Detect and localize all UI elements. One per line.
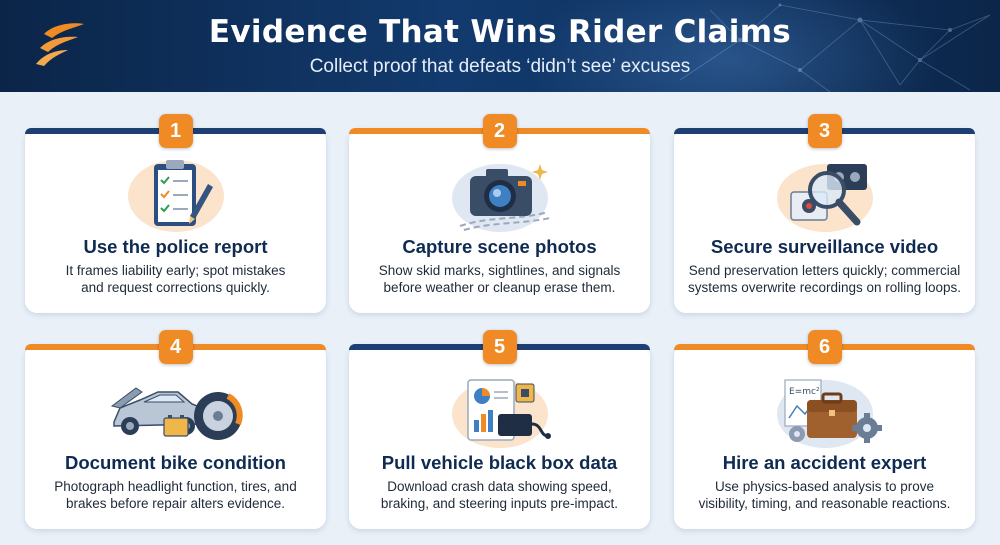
evidence-card-3: 3 Secure surveillance video Send preserv…: [674, 114, 975, 313]
card-description-line: and request corrections quickly.: [81, 280, 270, 295]
card-title: Capture scene photos: [402, 236, 597, 257]
card-description-line: braking, and steering inputs pre-impact.: [380, 496, 619, 511]
card-description: Show skid marks, sightlines, and signals…: [359, 262, 640, 296]
evidence-card-2: 2 Capture scene photos Show skid marks, …: [349, 114, 650, 313]
page-title: Evidence That Wins Rider Claims: [208, 14, 792, 50]
step-number-badge: 1: [158, 114, 193, 148]
evidence-card-6: 6 E=mc² Hire an accident expert Use phys…: [674, 330, 975, 529]
step-number-badge: 6: [807, 330, 842, 364]
card-description-line: visibility, timing, and reasonable react…: [698, 496, 951, 511]
evidence-card-1: 1 Use the police report It frames liabil…: [25, 114, 326, 313]
black-box-data-icon: [451, 379, 551, 448]
card-description: Photograph headlight function, tires, an…: [35, 478, 316, 512]
page-subtitle: Collect proof that defeats ‘didn’t see’ …: [309, 56, 691, 77]
card-description-line: brakes before repair alters evidence.: [65, 496, 286, 511]
card-title: Secure surveillance video: [710, 236, 939, 257]
card-description-line: Send preservation letters quickly; comme…: [688, 263, 961, 278]
card-description-line: It frames liability early; spot mistakes: [65, 263, 286, 278]
brand-logo-icon: [36, 23, 84, 66]
card-title: Hire an accident expert: [722, 452, 927, 473]
card-description: Use physics-based analysis to prove visi…: [684, 478, 965, 512]
card-title: Use the police report: [83, 236, 268, 257]
camera-icon: [451, 164, 550, 232]
card-description-line: Photograph headlight function, tires, an…: [54, 479, 297, 494]
clipboard-checklist-icon: [127, 160, 224, 232]
card-title: Pull vehicle black box data: [381, 452, 618, 473]
car-battery-tire-icon: [110, 387, 243, 440]
expert-briefcase-icon: E=mc²: [776, 379, 882, 448]
header-banner: Evidence That Wins Rider Claims Collect …: [0, 0, 1000, 92]
formula-label: E=mc²: [789, 387, 820, 397]
card-description: Download crash data showing speed, braki…: [359, 478, 640, 512]
step-number-badge: 2: [482, 114, 517, 148]
evidence-card-4: 4 Document bike condition Photograph hea…: [25, 330, 326, 529]
card-description-line: Show skid marks, sightlines, and signals: [378, 263, 621, 278]
step-number-badge: 5: [482, 330, 517, 364]
network-decoration: [679, 3, 991, 92]
step-number-badge: 3: [807, 114, 842, 148]
card-description-line: before weather or cleanup erase them.: [383, 280, 616, 295]
video-magnifier-icon: [776, 164, 873, 232]
card-description: It frames liability early; spot mistakes…: [35, 262, 316, 296]
card-description-line: Download crash data showing speed,: [387, 479, 612, 494]
card-description-line: Use physics-based analysis to prove: [714, 479, 935, 494]
card-description-line: systems overwrite recordings on rolling …: [687, 280, 962, 295]
card-description: Send preservation letters quickly; comme…: [684, 262, 965, 296]
step-number-badge: 4: [158, 330, 193, 364]
evidence-card-5: 5 Pull vehicle black box data Download c…: [349, 330, 650, 529]
card-title: Document bike condition: [65, 452, 286, 473]
